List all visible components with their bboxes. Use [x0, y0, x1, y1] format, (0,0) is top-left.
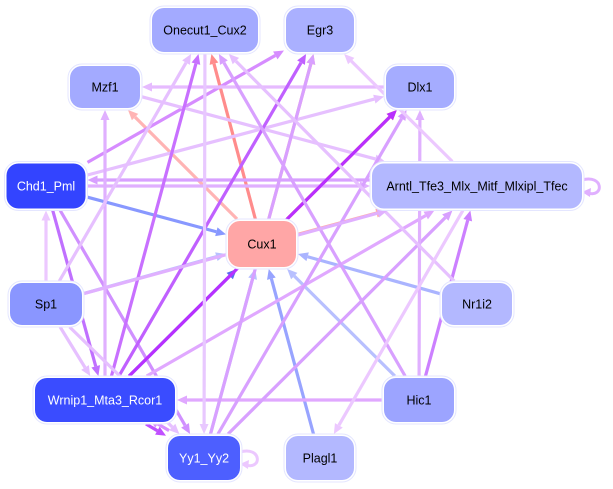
edge-Wrnip1-to-Yy1_Yy2 [145, 422, 166, 436]
edge-Onecut1_Cux2-to-Yy1_Yy2 [199, 53, 209, 434]
edge-Chd1_Pml-to-Cux1 [87, 195, 226, 237]
node-label: Yy1_Yy2 [179, 452, 229, 466]
node-cux1[interactable]: Cux1 [225, 218, 299, 270]
node-label: Sp1 [35, 298, 57, 312]
edge-Arntl-to-Arntl [581, 177, 601, 197]
node-hic1[interactable]: Hic1 [381, 375, 457, 425]
edge-Yy1_Yy2-to-Arntl [226, 210, 453, 436]
node-onecut1_cux2[interactable]: Onecut1_Cux2 [149, 5, 261, 55]
node-dlx1[interactable]: Dlx1 [383, 63, 457, 111]
edge-Wrnip1-to-Egr3 [117, 54, 307, 377]
edge-Cux1-to-Onecut1_Cux2 [209, 54, 257, 220]
edge-Arntl-to-Plagl1 [333, 209, 465, 434]
node-wrnip1[interactable]: Wrnip1_Mta3_Rcor1 [32, 375, 178, 425]
node-label: Egr3 [307, 24, 333, 38]
edge-Wrnip1-to-Mzf1 [100, 110, 110, 376]
node-label: Chd1_Pml [17, 180, 75, 194]
node-label: Plagl1 [303, 452, 338, 466]
edge-Sp1-to-Chd1_Pml [41, 210, 51, 281]
node-egr3[interactable]: Egr3 [283, 5, 357, 55]
edge-Wrnip1-to-Onecut1_Cux2 [109, 54, 201, 377]
node-label: Nr1i2 [462, 298, 492, 312]
node-label: Arntl_Tfe3_Mlx_Mitf_Mlxipl_Tfec [386, 180, 567, 194]
edge-Nr1i2-to-Onecut1_Cux2 [228, 54, 456, 283]
node-label: Mzf1 [91, 81, 118, 95]
edge-Plagl1-to-Cux1 [267, 269, 316, 435]
edge-Wrnip1-to-Arntl [145, 210, 435, 378]
node-label: Hic1 [406, 394, 431, 408]
node-chd1_pml[interactable]: Chd1_Pml [4, 161, 88, 211]
edge-Chd1_Pml-to-Dlx1 [87, 94, 384, 177]
edge-Yy1_Yy2-to-Yy1_Yy2 [239, 449, 259, 469]
node-mzf1[interactable]: Mzf1 [67, 63, 143, 111]
node-nr1i2[interactable]: Nr1i2 [439, 280, 515, 328]
edge-Arntl-to-Egr3 [344, 54, 454, 163]
node-sp1[interactable]: Sp1 [7, 280, 85, 328]
node-label: Dlx1 [407, 81, 432, 95]
node-label: Onecut1_Cux2 [163, 24, 246, 38]
edge-Sp1-to-Wrnip1 [58, 326, 91, 376]
node-yy1_yy2[interactable]: Yy1_Yy2 [165, 433, 243, 483]
edge-Sp1-to-Onecut1_Cux2 [57, 54, 192, 282]
node-label: Cux1 [247, 238, 276, 252]
node-label: Wrnip1_Mta3_Rcor1 [48, 394, 162, 408]
edge-Hic1-to-Onecut1_Cux2 [218, 54, 407, 377]
node-plagl1[interactable]: Plagl1 [283, 433, 357, 483]
node-arntl[interactable]: Arntl_Tfe3_Mlx_Mitf_Mlxipl_Tfec [369, 161, 585, 211]
